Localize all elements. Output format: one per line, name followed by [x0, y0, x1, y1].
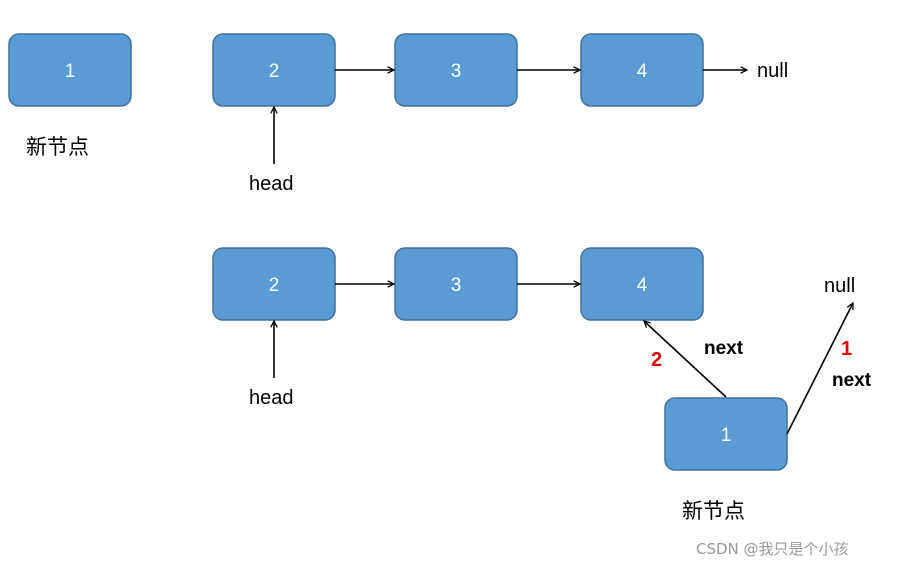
- top-node-2-value: 2: [269, 61, 280, 82]
- bottom-node-3: 3: [394, 247, 518, 321]
- bottom-new-node: 1: [664, 397, 788, 471]
- bottom-new-node-value: 1: [721, 425, 732, 446]
- bottom-node-4: 4: [580, 247, 704, 321]
- top-new-node-caption: 新节点: [26, 135, 89, 159]
- top-new-node-value: 1: [65, 61, 76, 82]
- bottom-new-node-caption: 新节点: [682, 499, 745, 523]
- step-1-next-arrow: [786, 303, 854, 435]
- bottom-node-2: 2: [212, 247, 336, 321]
- step-2-next-label: next: [704, 338, 744, 359]
- bottom-null-label: null: [824, 275, 855, 297]
- top-null-label: null: [757, 60, 788, 82]
- bottom-node-4-box: [580, 247, 704, 321]
- bottom-node-3-value: 3: [451, 275, 462, 296]
- bottom-head-label: head: [249, 387, 294, 409]
- top-node-4: 4: [580, 33, 704, 107]
- top-node-4-value: 4: [637, 61, 648, 82]
- top-node-3: 3: [394, 33, 518, 107]
- top-new-node-box: [8, 33, 132, 107]
- step-2-number: 2: [651, 349, 662, 371]
- top-new-node: 1: [8, 33, 132, 107]
- step-2-next-arrow: [644, 321, 727, 398]
- watermark-text: CSDN @我只是个小孩: [696, 540, 849, 558]
- step-1-next-label: next: [832, 370, 872, 391]
- bottom-node-4-value: 4: [637, 275, 648, 296]
- top-node-3-value: 3: [451, 61, 462, 82]
- bottom-node-2-value: 2: [269, 275, 280, 296]
- top-node-2: 2: [212, 33, 336, 107]
- top-head-label: head: [249, 173, 294, 195]
- step-1-number: 1: [841, 338, 852, 360]
